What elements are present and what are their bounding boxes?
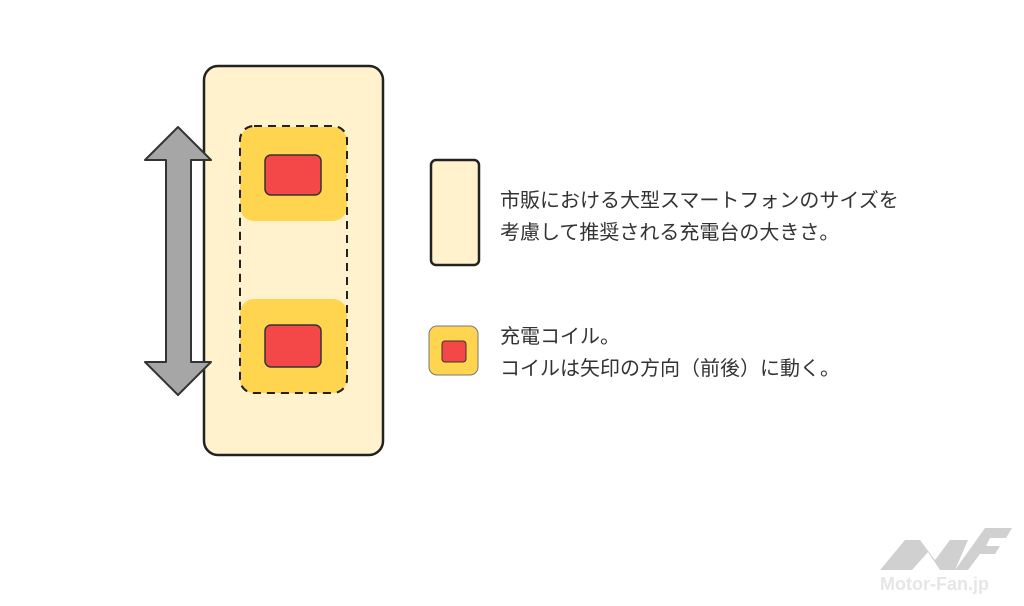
double-arrow-icon	[144, 126, 212, 396]
legend-pad-text: 市販における大型スマートフォンのサイズを 考慮して推奨される充電台の大きさ。	[500, 184, 899, 248]
coil-lower	[240, 299, 347, 393]
watermark-text: Motor-Fan.jp	[880, 574, 989, 594]
coil-upper	[240, 127, 347, 221]
legend-coil-swatch	[428, 325, 479, 376]
legend-pad-swatch	[429, 158, 481, 267]
legend-coil-line2: コイルは矢印の方向（前後）に動く。	[500, 356, 840, 380]
charging-pad	[202, 64, 385, 457]
legend-coil-text: 充電コイル。 コイルは矢印の方向（前後）に動く。	[500, 320, 840, 384]
legend-coil-line1: 充電コイル。	[500, 324, 620, 348]
legend-pad-line1: 市販における大型スマートフォンのサイズを	[500, 188, 899, 212]
legend-pad-line2: 考慮して推奨される充電台の大きさ。	[500, 220, 840, 244]
motor-fan-logo	[880, 528, 1012, 570]
